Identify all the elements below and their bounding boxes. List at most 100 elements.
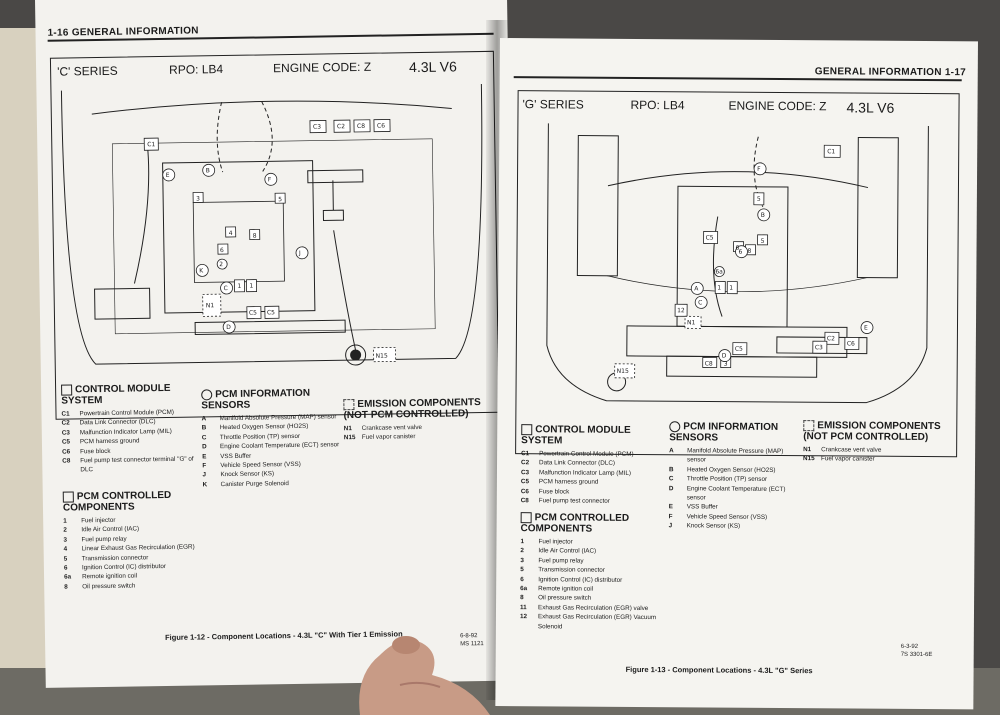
legend-item-code: C5 — [520, 478, 529, 486]
legend-item-text: Oil pressure switch — [82, 582, 136, 591]
right-diagram-frame: 'G' SERIES RPO: LB4 ENGINE CODE: Z 4.3L … — [515, 90, 960, 458]
svg-text:2: 2 — [219, 261, 223, 268]
rpo-label: RPO: LB4 — [169, 62, 224, 77]
legend-item-code: 4 — [63, 545, 68, 553]
svg-text:K: K — [199, 267, 204, 274]
rpo-label: RPO: LB4 — [630, 97, 685, 113]
legend-item-code: C — [668, 475, 674, 483]
svg-text:12: 12 — [677, 307, 685, 314]
legend-item-code: E — [202, 452, 207, 461]
legend-item-text: VSS Buffer — [220, 452, 252, 460]
legend-title: PCM INFORMATION SENSORS — [669, 421, 779, 444]
legend-item-code: C3 — [61, 429, 70, 437]
svg-text:6: 6 — [220, 247, 224, 254]
svg-text:C: C — [698, 299, 702, 306]
left-emission-legend: EMISSION COMPONENTS (NOT PCM CONTROLLED)… — [343, 397, 494, 443]
legend-title: PCM CONTROLLED COMPONENTS — [62, 489, 172, 514]
legend-item-code: J — [202, 471, 207, 479]
legend-item-code: C2 — [521, 459, 530, 467]
legend-item-text: Idle Air Control (IAC) — [81, 525, 140, 534]
legend-item-code: F — [202, 462, 207, 470]
svg-text:N15: N15 — [617, 368, 629, 375]
legend-item-code: 6a — [520, 585, 528, 593]
legend-item-code: C8 — [520, 497, 529, 505]
right-date: 6-3-92 — [900, 643, 919, 650]
series-label: 'G' SERIES — [522, 97, 584, 112]
svg-text:F: F — [757, 166, 761, 173]
legend-item-text: Engine Coolant Temperature (ECT) sensor — [686, 484, 786, 502]
svg-text:6a: 6a — [715, 269, 723, 276]
legend-item-text: Throttle Position (TP) sensor — [686, 475, 768, 484]
right-page-header: GENERAL INFORMATION 1-17 — [814, 66, 967, 79]
svg-text:C3: C3 — [313, 124, 321, 131]
svg-text:5: 5 — [757, 196, 761, 203]
legend-item-code: 6a — [64, 573, 72, 582]
svg-text:B: B — [761, 212, 765, 219]
legend-item: C8 Fuel pump test connector — [521, 496, 661, 506]
legend-item-text: Data Link Connector (DLC) — [539, 459, 616, 468]
legend-title: EMISSION COMPONENTS (NOT PCM CONTROLLED) — [803, 420, 941, 443]
legend-item-code: 5 — [520, 566, 524, 574]
legend-item-text: Vehicle Speed Sensor (VSS) — [686, 513, 768, 521]
legend-item-text: Fuse block — [80, 447, 111, 455]
legend-item-text: Transmission connector — [538, 566, 605, 574]
legend-item-code: D — [668, 484, 674, 492]
svg-text:1: 1 — [729, 285, 733, 292]
svg-text:8: 8 — [747, 248, 751, 255]
svg-text:C8: C8 — [357, 123, 365, 130]
legend-item-text: Ignition Control (IC) distributor — [538, 575, 623, 584]
engine-label: 4.3L V6 — [408, 58, 457, 76]
legend-item-text: Fuel injector — [538, 538, 573, 546]
svg-text:5: 5 — [278, 196, 282, 203]
circle-symbol-icon — [201, 389, 213, 401]
legend-item-code: N1 — [343, 425, 352, 433]
legend-title: PCM INFORMATION SENSORS — [201, 387, 311, 412]
svg-text:C5: C5 — [267, 309, 275, 316]
legend-item-code: A — [201, 415, 207, 423]
svg-text:F: F — [268, 176, 272, 183]
legend-item-code: 3 — [520, 556, 524, 564]
legend-item: D Engine Coolant Temperature (ECT) sensor — [669, 484, 799, 504]
legend-item-text: Exhaust Gas Recirculation (EGR) Vacuum S… — [537, 613, 657, 631]
legend-item-text: Idle Air Control (IAC) — [538, 547, 597, 556]
svg-text:N1: N1 — [687, 319, 696, 326]
svg-text:5: 5 — [761, 238, 765, 245]
svg-text:D: D — [722, 353, 727, 360]
legend-item-text: Crankcase vent valve — [821, 446, 882, 454]
engine-label: 4.3L V6 — [846, 99, 895, 116]
svg-text:8: 8 — [253, 233, 257, 240]
svg-text:C: C — [224, 285, 228, 292]
svg-text:C5: C5 — [249, 310, 257, 317]
legend-item-text: Remote ignition coil — [538, 585, 594, 593]
legend-item-text: Oil pressure switch — [538, 594, 592, 603]
right-ref: 7S 3301-6E — [900, 651, 933, 659]
legend-item-code: N15 — [803, 455, 815, 463]
legend-item-code: 6 — [63, 564, 68, 572]
legend-item-code: C — [201, 434, 207, 442]
legend-item-text: PCM harness ground — [79, 437, 140, 446]
legend-item-code: C3 — [520, 468, 530, 477]
left-page: 1-16 GENERAL INFORMATION 'C' SERIES RPO:… — [35, 0, 518, 688]
legend-item-text: Fuel pump test connector — [538, 497, 610, 505]
legend-item-text: Manifold Absolute Pressure (MAP) sensor — [687, 447, 784, 464]
legend-item-text: Canister Purge Solenoid — [220, 479, 289, 488]
legend-item-code: 12 — [519, 613, 527, 621]
legend-item-text: Fuse block — [538, 487, 570, 496]
legend-item-code: C5 — [61, 438, 71, 446]
svg-text:E: E — [864, 325, 868, 332]
